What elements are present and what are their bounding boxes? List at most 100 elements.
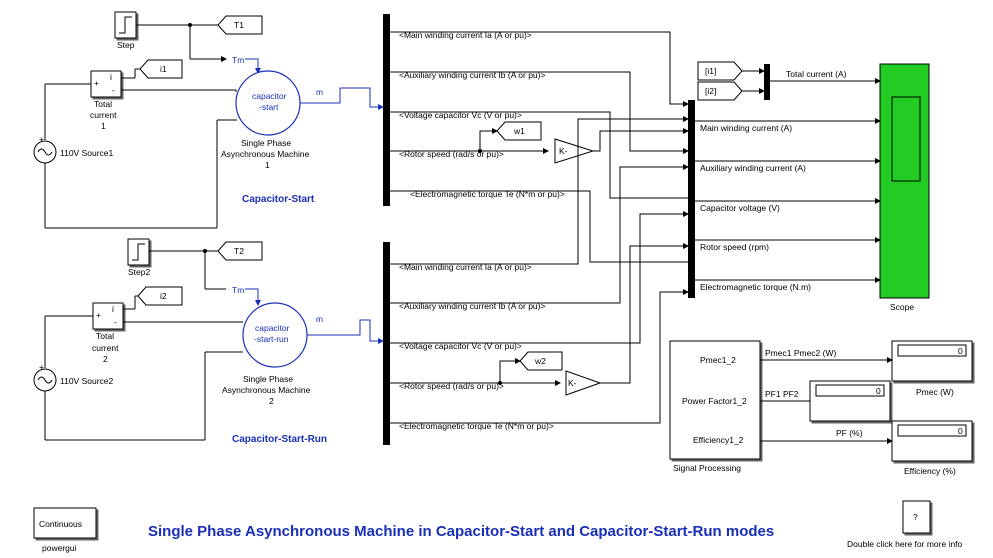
out-sig-2: PF1 PF2 xyxy=(765,389,799,399)
sp-port-3: Efficiency1_2 xyxy=(693,435,744,445)
demux2-sig-1: <Main winding current Ia (A or pu)> xyxy=(399,262,532,272)
source1-plus: + xyxy=(39,134,44,144)
scope-sig-3: Capacitor voltage (V) xyxy=(700,203,780,213)
demux2-sig-3: <Voltage capacitor Vc (V or pu)> xyxy=(399,341,522,351)
from-i2[interactable] xyxy=(697,81,743,101)
display-pmec-value: 0 xyxy=(958,346,963,356)
sp-label: Signal Processing xyxy=(673,463,741,473)
demux2-sig-4: <Rotor speed (rad/s or pu)> xyxy=(399,381,504,391)
current-meter-1[interactable] xyxy=(90,70,122,98)
mux-bar-scope[interactable] xyxy=(688,100,695,298)
display-pmec[interactable] xyxy=(891,340,973,382)
source1-label: 110V Source1 xyxy=(60,148,114,158)
gain-2[interactable] xyxy=(565,370,602,396)
step-label-2: Step2 xyxy=(128,267,150,277)
machine2-mode: Capacitor-Start-Run xyxy=(232,434,327,445)
from-i1[interactable] xyxy=(697,61,743,81)
from-i2-label: [i2] xyxy=(705,86,716,96)
demux1-signals: <Main winding current Ia (A or pu)> <Aux… xyxy=(399,30,565,199)
step-block-2[interactable] xyxy=(127,238,150,266)
meter2-name-1: Total xyxy=(96,331,114,341)
machine2-name-2: Asynchronous Machine xyxy=(222,385,311,395)
scope-label: Scope xyxy=(890,302,914,312)
machine2-name-1: Single Phase xyxy=(243,374,293,384)
machine2-text-1: capacitor xyxy=(255,323,290,333)
demux1-sig-5: <Electromagnetic torque Te (N*m or pu)> xyxy=(410,189,565,199)
scope-sig-1: Main winding current (A) xyxy=(700,123,792,133)
demux2-sig-5: <Electromagnetic torque Te (N*m or pu)> xyxy=(399,421,554,431)
step-label-1: Step xyxy=(117,40,135,50)
demux1-sig-1: <Main winding current Ia (A or pu)> xyxy=(399,30,532,40)
goto-t2[interactable] xyxy=(217,241,263,261)
goto-t1[interactable] xyxy=(217,15,263,35)
mux-bar-current[interactable] xyxy=(764,64,770,100)
help-text: Double click here for more info xyxy=(847,539,963,549)
powergui-block[interactable] xyxy=(33,507,97,539)
source2-label: 110V Source2 xyxy=(60,376,114,386)
machine1-name-3: 1 xyxy=(265,160,270,170)
signal-processing-block[interactable] xyxy=(669,340,761,460)
m-port-1: m xyxy=(316,87,323,97)
meter1-i: i xyxy=(110,72,112,82)
machine1-text-1: capacitor xyxy=(252,91,287,101)
sp-port-1: Pmec1_2 xyxy=(700,355,736,365)
goto-i1-label: i1 xyxy=(160,64,167,74)
goto-w1-label: w1 xyxy=(513,126,525,136)
machine2-name-3: 2 xyxy=(269,396,274,406)
meter1-name-2: current xyxy=(90,110,117,120)
scope-sig-2: Auxiliary winding current (A) xyxy=(700,163,806,173)
total-current-label: Total current (A) xyxy=(786,69,847,79)
scope-sig-4: Rotor speed (rpm) xyxy=(700,242,769,252)
goto-t1-label: T1 xyxy=(234,20,244,30)
display-efficiency-name: Efficiency (%) xyxy=(904,466,956,476)
display-pf[interactable] xyxy=(809,380,891,422)
meter2-name-3: 2 xyxy=(103,354,108,364)
demux1-sig-2: <Auxiliary winding current Ib (A or pu)> xyxy=(399,70,545,80)
machine1-text-2: -start xyxy=(259,102,279,112)
tm-port-2: Tm xyxy=(232,285,244,295)
demux1-sig-4: <Rotor speed (rad/s or pu)> xyxy=(399,149,504,159)
goto-i1[interactable] xyxy=(139,59,183,79)
gain1-label: K- xyxy=(559,146,568,156)
gain2-label: K- xyxy=(568,378,577,388)
ac-source-1[interactable] xyxy=(33,140,57,164)
machine1-name-2: Asynchronous Machine xyxy=(221,149,310,159)
demux2-sig-2: <Auxiliary winding current Ib (A or pu)> xyxy=(399,301,545,311)
page-title: Single Phase Asynchronous Machine in Cap… xyxy=(148,523,774,540)
goto-i2[interactable] xyxy=(137,286,183,306)
sp-port-2: Power Factor1_2 xyxy=(682,396,747,406)
out-sig-3: PF (%) xyxy=(836,428,863,438)
demux-bar-1[interactable] xyxy=(383,14,390,206)
display-pf-value: 0 xyxy=(876,386,881,396)
goto-i2-label: i2 xyxy=(160,291,167,301)
gain-1[interactable] xyxy=(554,138,595,164)
out-sig-1: Pmec1 Pmec2 (W) xyxy=(765,348,836,358)
scope-block[interactable] xyxy=(879,63,930,299)
machine1-name-1: Single Phase xyxy=(241,138,291,148)
help-icon: ? xyxy=(913,512,918,522)
display-efficiency-value: 0 xyxy=(958,426,963,436)
demux1-sig-3: <Voltage capacitor Vc (V or pu)> xyxy=(399,110,522,120)
current-meter-2[interactable] xyxy=(92,302,124,330)
meter1-minus: - xyxy=(112,85,115,95)
demux2-signals: <Main winding current Ia (A or pu)> <Aux… xyxy=(399,262,554,431)
goto-w2[interactable] xyxy=(519,351,563,371)
goto-w1[interactable] xyxy=(496,121,542,141)
machine1-mode: Capacitor-Start xyxy=(242,194,315,205)
step-block-1[interactable] xyxy=(114,11,137,39)
demux-bar-2[interactable] xyxy=(383,242,390,445)
meter2-i: i xyxy=(112,304,114,314)
source2-plus: + xyxy=(39,362,44,372)
help-block[interactable] xyxy=(902,500,931,534)
m-port-2: m xyxy=(316,314,323,324)
meter1-name-3: 1 xyxy=(101,121,106,131)
ac-source-2[interactable] xyxy=(33,368,57,392)
meter2-minus: - xyxy=(114,317,117,327)
scope-sig-5: Electromagnetic torque (N.m) xyxy=(700,282,811,292)
display-pmec-name: Pmec (W) xyxy=(916,387,954,397)
from-i1-label: [i1] xyxy=(705,66,716,76)
display-efficiency[interactable] xyxy=(891,420,973,462)
meter2-name-2: current xyxy=(92,343,119,353)
goto-t2-label: T2 xyxy=(234,246,244,256)
